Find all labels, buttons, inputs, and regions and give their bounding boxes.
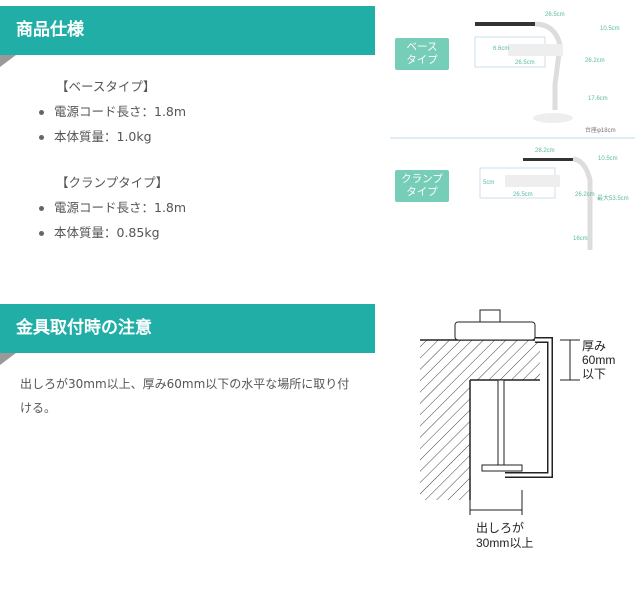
list-item: 電源コード長さ：1.8m [36, 99, 186, 124]
dim: 26.5cm [515, 60, 535, 66]
dim: 10.5cm [600, 26, 620, 32]
notice-text: 出しろが30mm以上、厚み60mm以下の水平な場所に取り付ける。 [20, 377, 350, 415]
base-type-badge: ベース タイプ [395, 38, 449, 70]
dim: 17.6cm [588, 96, 608, 102]
clamp-mount-diagram: 厚み 60mm 以下 出しろが 30mm以上 [420, 309, 615, 550]
dim: 26.5cm [545, 12, 565, 18]
list-item: 電源コード長さ：1.8m [36, 195, 186, 220]
dim: 26.2cm [585, 58, 605, 64]
dim: 最大53.5cm [597, 194, 629, 202]
clamp-heading: 【クランプタイプ】 [56, 175, 169, 190]
dim: 28.2cm [535, 148, 555, 154]
spec-header: 商品仕様 [0, 6, 375, 55]
dim: 6.6cm [493, 46, 509, 52]
header-fold [0, 55, 16, 67]
overhang-label: 30mm以上 [476, 536, 533, 550]
list-item: 本体質量：0.85kg [36, 220, 186, 245]
list-item: 本体質量：1.0kg [36, 124, 186, 149]
spec-clamp: 【クランプタイプ】 電源コード長さ：1.8m 本体質量：0.85kg [36, 170, 186, 245]
notice-header: 金具取付時の注意 [0, 304, 375, 353]
dim: 台座φ18cm [585, 126, 616, 134]
thickness-label: 以下 [582, 367, 606, 381]
base-heading: 【ベースタイプ】 [56, 79, 156, 94]
thickness-label: 厚み [582, 339, 606, 353]
header-fold [0, 353, 16, 365]
spec-base: 【ベースタイプ】 電源コード長さ：1.8m 本体質量：1.0kg [36, 74, 186, 149]
clamp-type-badge: クランプ タイプ [395, 170, 449, 202]
dim: 10.5cm [598, 156, 618, 162]
dim: 26.5cm [513, 192, 533, 198]
dim: 5cm [483, 180, 494, 186]
dim: 16cm [573, 236, 588, 242]
dim: 26.2cm [575, 192, 595, 198]
lamp-dimension-diagram: 26.5cm 10.5cm 6.6cm 26.5cm 26.2cm 17.6cm… [390, 12, 635, 250]
thickness-label: 60mm [582, 353, 615, 367]
overhang-label: 出しろが [476, 520, 524, 535]
